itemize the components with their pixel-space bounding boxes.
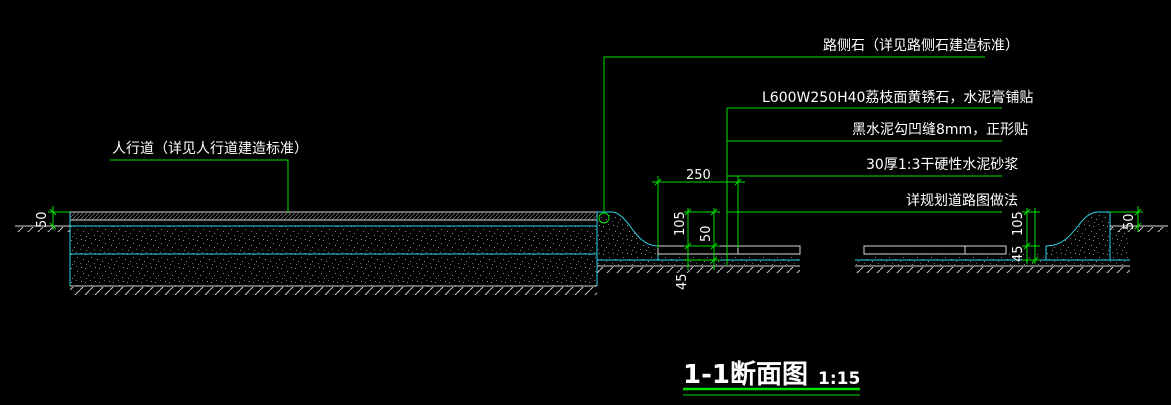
dim-105-left: 105 (673, 211, 688, 236)
dim-45-right: 45 (1011, 245, 1026, 262)
dim-50-edge-right: 50 (1122, 213, 1137, 230)
leader-lines (110, 56, 1002, 265)
label-sidewalk: 人行道（详见人行道建造标准） (112, 141, 308, 157)
curb-right (1045, 211, 1168, 261)
label-curbstone: 路侧石（详见路侧石建造标准） (823, 38, 1019, 54)
left-edge: 50 (15, 206, 70, 232)
label-paving-stone: L600W250H40荔枝面黄锈石，水泥膏铺贴 (762, 89, 1033, 106)
dim-45-left: 45 (675, 273, 690, 290)
label-mortar: 30厚1:3干硬性水泥砂浆 (866, 157, 1018, 173)
dim-105-right: 105 (1011, 211, 1026, 236)
title-scale: 1:15 (818, 369, 860, 389)
title-name: 1-1断面图 (683, 359, 808, 390)
dimension-lines (652, 176, 1143, 270)
label-base: 详规划道路图做法 (906, 193, 1018, 209)
dim-250: 250 (686, 168, 711, 183)
dim-50-left: 50 (699, 225, 714, 242)
dim-50-edge-left: 50 (35, 211, 50, 228)
sidewalk-section (69, 211, 598, 295)
label-joint: 黑水泥勾凹缝8mm，正形贴 (852, 122, 1028, 138)
drawing-title: 1-1断面图 1:15 (683, 359, 860, 396)
